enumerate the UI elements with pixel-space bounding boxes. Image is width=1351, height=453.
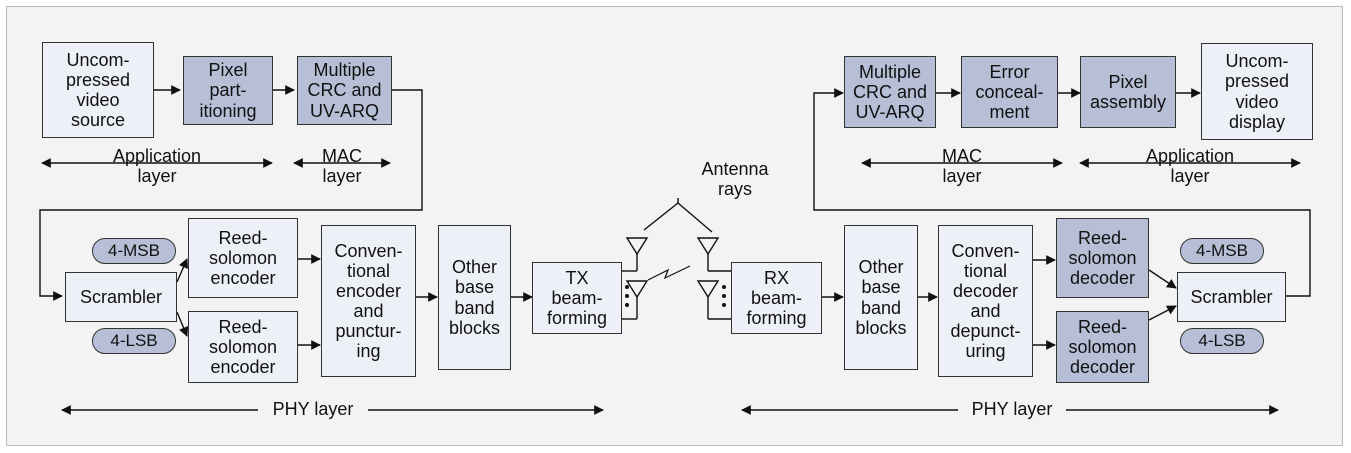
rx-mac-layer-label: MAC layer: [942, 146, 982, 186]
arrow-rs-top-to-scrambler: [1148, 269, 1177, 289]
antenna-dots: [625, 285, 726, 307]
rx-crc-arq-block: Multiple CRC and UV-ARQ: [844, 56, 936, 128]
tx-scrambler-block: Scrambler: [65, 272, 177, 322]
error-concealment-block: Error conceal- ment: [961, 56, 1058, 128]
rx-phy-layer-label: PHY layer: [971, 399, 1053, 419]
antenna-callout-lines: [643, 202, 713, 233]
rx-antenna-icon: [696, 237, 731, 320]
conv-encoder-block: Conven- tional encoder and punctur- ing: [321, 225, 416, 377]
rx-scrambler-block: Scrambler: [1177, 272, 1286, 322]
conv-decoder-block: Conven- tional decoder and depunct- urin…: [938, 225, 1033, 377]
pixel-assembly-block: Pixel assembly: [1080, 56, 1176, 128]
tx-lsb-pill: 4-LSB: [92, 328, 176, 354]
tx-mac-layer-label: MAC layer: [322, 146, 362, 186]
antenna-rays-label: Antenna rays: [701, 159, 769, 199]
tx-beamforming-block: TX beam- forming: [532, 262, 622, 334]
rs-decoder-top-block: Reed- solomon decoder: [1056, 218, 1149, 298]
rs-decoder-bottom-block: Reed- solomon decoder: [1056, 311, 1149, 383]
tx-application-layer-label: Application layer: [112, 146, 202, 186]
rx-other-baseband-block: Other base band blocks: [844, 225, 918, 370]
wire-crc-to-scrambler: [39, 89, 423, 301]
video-display-block: Uncom- pressed video display: [1201, 43, 1313, 140]
tx-crc-arq-block: Multiple CRC and UV-ARQ: [297, 56, 392, 125]
tx-phy-layer-label: PHY layer: [272, 399, 354, 419]
arrow-scrambler-to-rs-bottom: [176, 311, 189, 337]
video-source-block: Uncom- pressed video source: [42, 42, 154, 138]
pixel-partitioning-block: Pixel part- itioning: [183, 56, 273, 125]
arrow-rs-bottom-to-scrambler: [1148, 305, 1177, 321]
arrow-scrambler-to-rs-top: [176, 258, 188, 283]
tx-other-baseband-block: Other base band blocks: [438, 225, 511, 370]
tx-antenna-icon: [622, 237, 649, 320]
rx-lsb-pill: 4-LSB: [1180, 328, 1264, 354]
rs-encoder-bottom-block: Reed- solomon encoder: [188, 311, 298, 383]
wireless-link-bolt: [647, 265, 691, 281]
rx-beamforming-block: RX beam- forming: [731, 262, 822, 334]
rx-msb-pill: 4-MSB: [1180, 238, 1264, 264]
rs-encoder-top-block: Reed- solomon encoder: [188, 218, 298, 298]
tx-msb-pill: 4-MSB: [92, 238, 176, 264]
wire-scrambler-to-crc: [813, 88, 1311, 297]
rx-application-layer-label: Application layer: [1145, 146, 1235, 186]
